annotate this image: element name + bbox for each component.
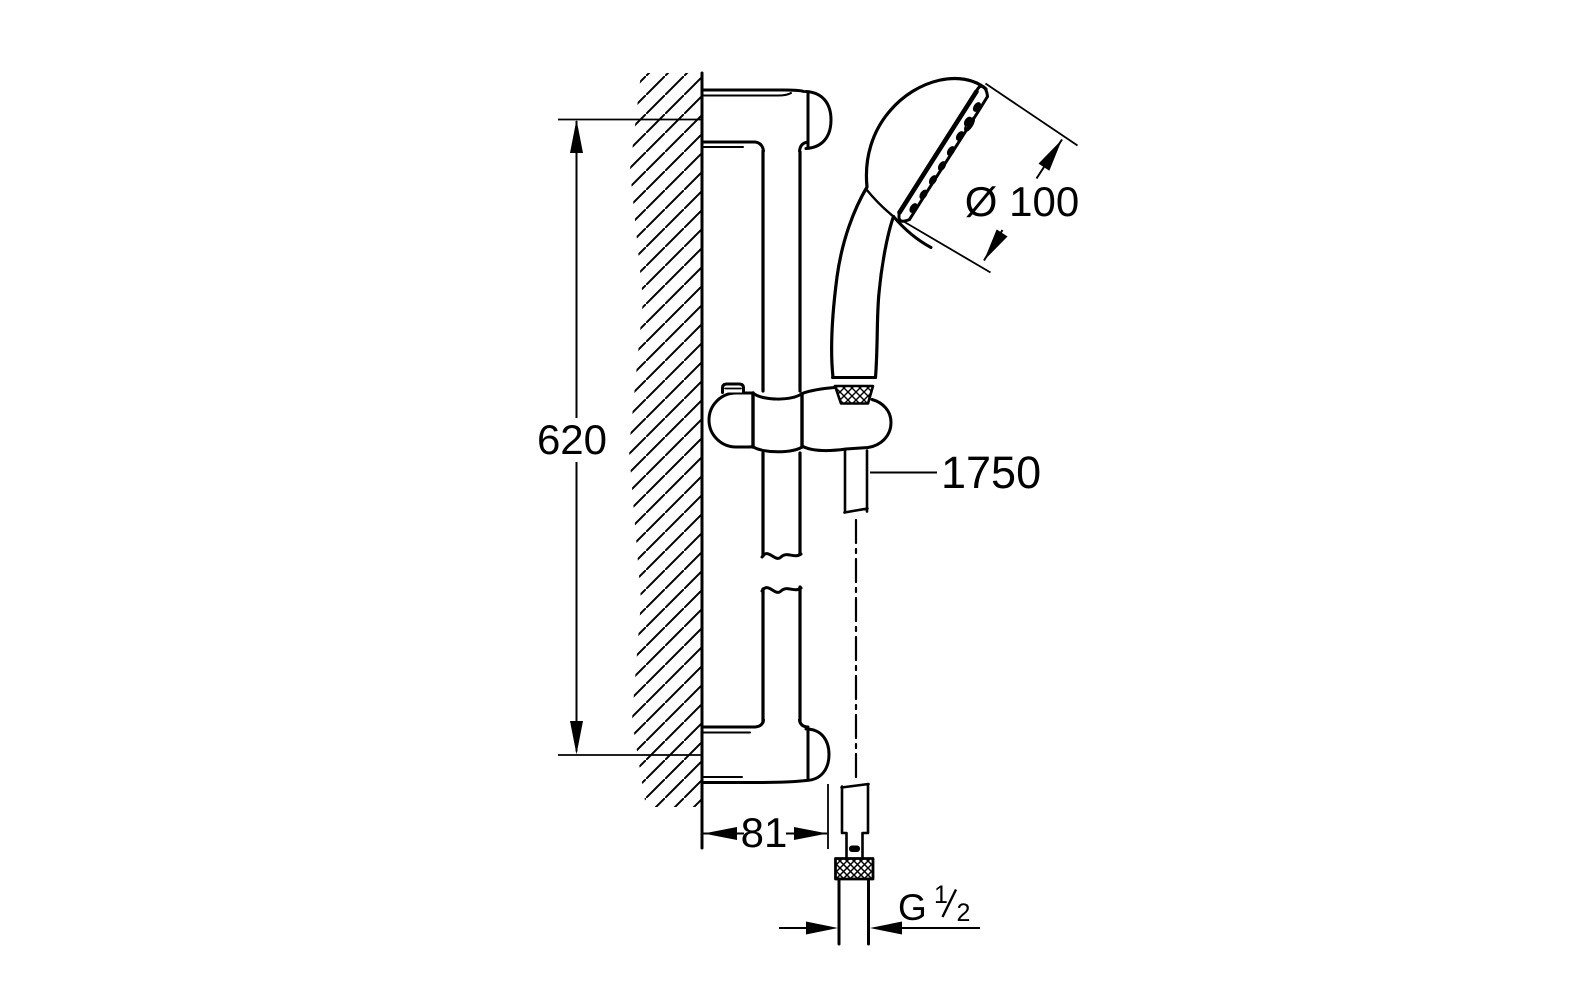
spray-nozzle-dot [937,161,947,171]
hand-shower-handle-right-edge [873,214,896,380]
shower-hose [834,448,875,946]
dimension-g-half-thread: G 1 2 [779,881,980,935]
spray-nozzle-dot [919,189,928,200]
top-bracket-end-cap-arc [804,90,833,150]
bottom-wall-bracket [700,718,831,784]
bottom-bracket-end-cap-arc [804,727,831,782]
dim-100-extension-line-lower [901,219,991,274]
top-wall-bracket [700,88,833,153]
slide-rail [760,149,803,724]
dim-g12-fraction-slash [941,888,958,918]
bottom-bracket-arm-top-right-fillet [798,718,810,729]
slider-left-cap-outline [707,391,752,449]
bottom-bracket-arm-bottom-edge [700,779,808,784]
hose-lower-segment [837,877,870,946]
dim-g12-numerator: 1 [934,881,948,909]
fitting-detail-mark [849,845,860,852]
shower-holder-slider [707,376,893,454]
dim-100-extension-line-upper [984,82,1079,147]
hand-shower-neck-crossing-line [865,188,895,218]
dim-620-arrow-down [570,721,583,755]
dimension-620: 620 [537,118,701,756]
top-bracket-arm-top-inner-line [701,92,792,97]
hand-shower-body-outline [830,76,988,380]
spray-nozzles [909,102,982,213]
dim-620-label: 620 [537,416,607,463]
hose-end-fitting [840,782,870,860]
dimension-81: 81 [703,784,829,856]
rail-break-line-lower [760,586,803,594]
spray-nozzle-dot [955,131,965,141]
wall [629,71,704,850]
spray-face-plate-line [897,89,979,215]
dimension-diameter-100: Ø 100 [901,82,1079,274]
dim-81-arrow-right [794,827,828,840]
hand-shower-head-lower-rim [892,215,933,249]
top-bracket-arm-bottom-right-fillet [798,140,810,153]
wall-hatch [629,73,701,807]
dim-100-arrow-upper [1038,139,1062,171]
dim-81-arrow-left [703,827,737,840]
spray-nozzle-dot [972,102,982,112]
dim-100-label: Ø 100 [965,178,1079,225]
dim-100-arrow-lower [984,229,1008,261]
dim-g12-arrow-left [806,921,838,935]
spray-nozzle-dot [928,175,938,185]
dimension-1750: 1750 [870,447,1041,498]
dim-g12-prefix: G [898,887,927,928]
slider-right-lobe-outline [844,398,893,451]
hand-shower [830,76,989,380]
hose-upper-segment [843,448,869,514]
spray-nozzle-dot [946,146,956,156]
rail-break-line-upper [760,552,803,560]
dim-620-arrow-up [570,119,583,153]
dim-g12-arrow-right [870,921,902,935]
spray-face-bottom-tip [897,211,911,223]
spray-face-top-tip [975,84,989,98]
handle-knurled-nut [833,384,875,405]
top-bracket-arm-top-edge [700,88,806,93]
spray-nozzle-dot [909,203,918,213]
bottom-bracket-arm-top-edge [700,718,765,729]
hose-knurled-nut [834,857,875,881]
dim-g12-denominator: 2 [957,899,971,927]
spray-nozzle-dot [963,116,973,127]
dim-81-label: 81 [741,809,788,856]
dim-1750-label: 1750 [941,447,1041,498]
